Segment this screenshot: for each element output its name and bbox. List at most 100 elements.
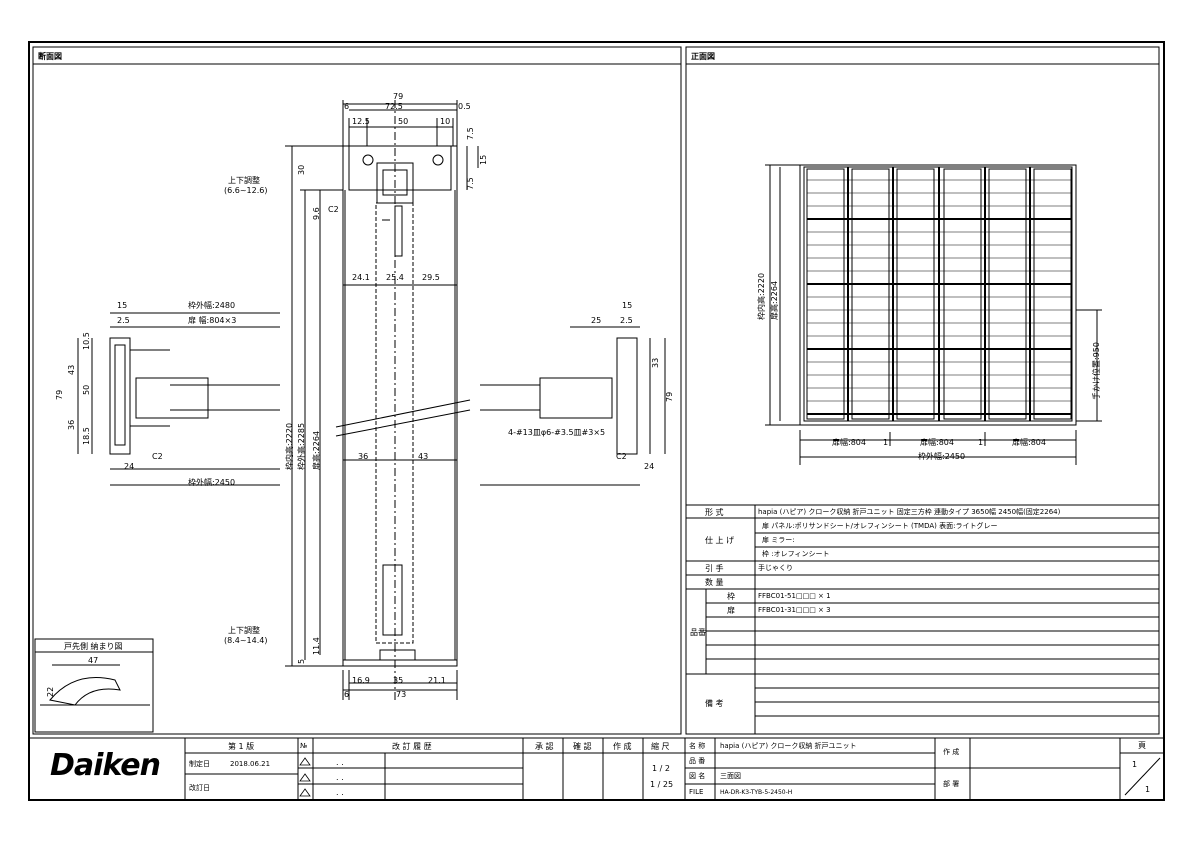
front-elevation [765,164,1102,465]
name-label: 名 称 [689,742,706,750]
dim-6-bottom: 6 [344,690,350,699]
spec-part-frame-value: FFBC01-51□□□ × 1 [758,592,831,600]
dim-6: 6 [344,102,350,111]
page-label: 頁 [1138,741,1146,750]
dim-35: 35 [393,676,404,685]
spec-type-value: hapia (ハピア) クローク収納 折戸ユニット 固定三方枠 連動タイプ 36… [758,508,1061,516]
right-section-detail [480,326,666,486]
dim-7-5a: 7.5 [466,127,475,140]
spec-pull-value: 手じゃくり [758,564,793,572]
front-gap-1: 1 [883,438,889,447]
dim-50: 50 [398,117,409,126]
dim-24-1: 24.1 [352,273,370,282]
left-section-detail [77,312,280,486]
dim-5: 5 [297,658,306,664]
left-dim-43: 43 [67,364,76,375]
made-date-label: 制定日 [189,760,210,768]
right-dim-24: 24 [644,462,655,471]
spec-table-grid [686,504,1159,734]
scale-2: 1 / 25 [650,780,674,789]
scale-1: 1 / 2 [652,764,670,773]
drawing-name-label: 図 名 [689,772,706,780]
dim-30: 30 [297,164,306,175]
dim-15: 15 [479,154,488,165]
left-dim-79: 79 [55,389,64,400]
chamfer-c2-center: C2 [328,205,339,214]
front-door-width-2: 扉幅:804 [920,438,954,447]
revision-2: . . [336,773,344,782]
rev-history-header: 改 訂 履 歴 [392,742,432,751]
spec-finish-mirror: 扉 ミラー: [762,536,795,544]
make-header: 作 成 [613,742,632,751]
dim-79-top: 79 [393,92,404,101]
dim-73: 73 [396,690,407,699]
dim-16-9: 16.9 [352,676,370,685]
right-chamfer-c2: C2 [616,452,627,461]
approve-header: 承 認 [535,742,554,751]
left-outer-width: 枠外幅:2480 [188,301,236,310]
right-dim-79: 79 [665,391,674,402]
spec-label-qty: 数 量 [705,578,724,587]
spec-finish-frame: 枠 :オレフィンシート [762,550,830,558]
spec-label-notes: 備 考 [705,699,724,708]
upper-adjust-range: (6.6~12.6) [224,186,268,195]
dim-9-6: 9.6 [312,207,321,220]
name-value: hapia (ハピア) クローク収納 折戸ユニット [720,742,857,750]
inset-dim-47: 47 [88,656,99,665]
dim-0-5: 0.5 [458,102,471,111]
left-dim-24: 24 [124,462,135,471]
part-number-label: 品 番 [689,757,706,765]
front-inner-height: 枠内高:2220 [757,272,766,320]
maker-label: 作 成 [943,748,960,756]
dim-29-5: 29.5 [422,273,440,282]
front-gap-2: 1 [978,438,984,447]
right-dim-33: 33 [651,357,660,368]
left-dim-2-5: 2.5 [117,316,130,325]
outer-height-label: 枠外高:2285 [297,422,306,470]
right-panel-frame [685,46,1160,735]
page-number: 1 [1132,760,1138,769]
drawing-name-value: 三面図 [720,772,741,780]
dim-11-4: 11.4 [312,637,321,655]
revision-3: . . [336,788,344,797]
revision-1: . . [336,758,344,767]
spec-part-door-key: 扉 [727,606,735,615]
dim-36-center: 36 [358,452,369,461]
spec-label-pull: 引 手 [705,564,724,573]
made-date-value: 2018.06.21 [230,760,271,768]
daiken-logo: Daiken [50,748,161,783]
front-door-height: 扉高:2264 [770,280,779,320]
door-height-label: 扉高:2264 [312,430,321,470]
spec-label-type: 形 式 [705,508,724,517]
dim-72-5: 72.5 [385,102,403,111]
dim-10: 10 [440,117,451,126]
spec-label-finish: 仕 上 げ [705,536,735,545]
file-value: HA-DR-K3-TYB-5-2450-H [720,789,793,796]
check-header: 確 認 [573,742,592,751]
rev-no-header: № [300,742,308,750]
front-door-width-1: 扉幅:804 [832,438,866,447]
left-panel-frame [32,46,682,735]
screw-note: 4-#13皿φ6-#3.5皿#3×5 [508,428,606,437]
inset-dim-22: 22 [46,686,55,697]
page-total: 1 [1145,785,1151,794]
section-view-title: 断面図 [38,52,62,61]
front-outer-width: 枠外幅:2450 [918,452,966,461]
left-dim-15: 15 [117,301,128,310]
section-profile [342,100,458,700]
scale-header: 縮 尺 [651,742,670,751]
spec-part-frame-key: 枠 [727,592,735,601]
dim-43-center: 43 [418,452,429,461]
title-block-grid [29,737,1164,800]
file-label: FILE [689,788,704,796]
dim-12-5: 12.5 [352,117,370,126]
left-door-width: 扉 幅:804×3 [188,316,237,325]
version-label: 第 1 版 [228,742,255,751]
dim-21-1: 21.1 [428,676,446,685]
front-pull-height: 手かけ位置:950 [1092,342,1101,400]
left-dim-18-5: 18.5 [82,427,91,445]
sheet-border [28,41,1165,801]
left-dim-10-5: 10.5 [82,332,91,350]
left-dim-50: 50 [82,384,91,395]
